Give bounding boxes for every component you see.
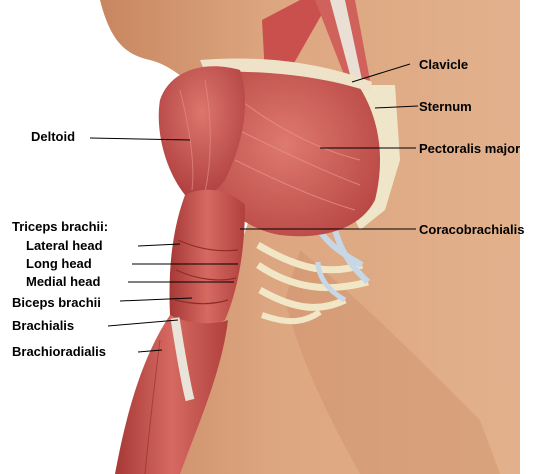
label-clavicle: Clavicle	[419, 57, 468, 72]
label-coracobrachialis: Coracobrachialis	[419, 222, 525, 237]
label-medial-head: Medial head	[26, 274, 100, 289]
label-long-head: Long head	[26, 256, 92, 271]
label-deltoid: Deltoid	[31, 129, 75, 144]
label-triceps-brachii: Triceps brachii:	[12, 219, 108, 234]
label-brachialis: Brachialis	[12, 318, 74, 333]
label-sternum: Sternum	[419, 99, 472, 114]
label-biceps-brachii: Biceps brachii	[12, 295, 101, 310]
label-pectoralis-major: Pectoralis major	[419, 141, 520, 156]
label-lateral-head: Lateral head	[26, 238, 103, 253]
label-brachioradialis: Brachioradialis	[12, 344, 106, 359]
